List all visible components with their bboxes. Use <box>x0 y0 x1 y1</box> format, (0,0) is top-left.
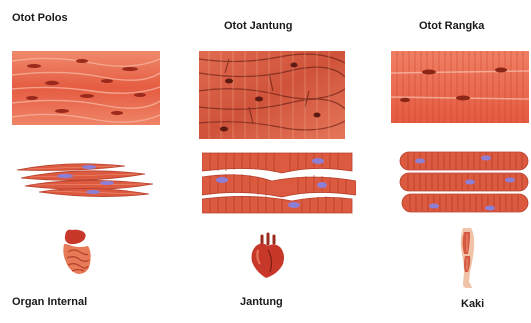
cardiac-muscle-micrograph <box>199 51 345 139</box>
smooth-muscle-cells-illustration <box>17 160 155 198</box>
cardiac-muscle-title: Otot Jantung <box>224 20 292 32</box>
smooth-muscle-micrograph <box>12 51 160 125</box>
cardiac-muscle-cells-illustration <box>202 151 356 215</box>
smooth-muscle-location-label: Organ Internal <box>12 296 87 308</box>
skeletal-muscle-micrograph <box>391 51 529 123</box>
internal-organs-icon <box>60 228 94 278</box>
heart-icon <box>248 232 288 280</box>
skeletal-muscle-cells-illustration <box>398 150 530 214</box>
cardiac-muscle-location-label: Jantung <box>240 296 283 308</box>
leg-muscle-icon <box>458 226 478 290</box>
skeletal-muscle-title: Otot Rangka <box>419 20 484 32</box>
smooth-muscle-title: Otot Polos <box>12 12 68 24</box>
skeletal-muscle-location-label: Kaki <box>461 298 484 310</box>
